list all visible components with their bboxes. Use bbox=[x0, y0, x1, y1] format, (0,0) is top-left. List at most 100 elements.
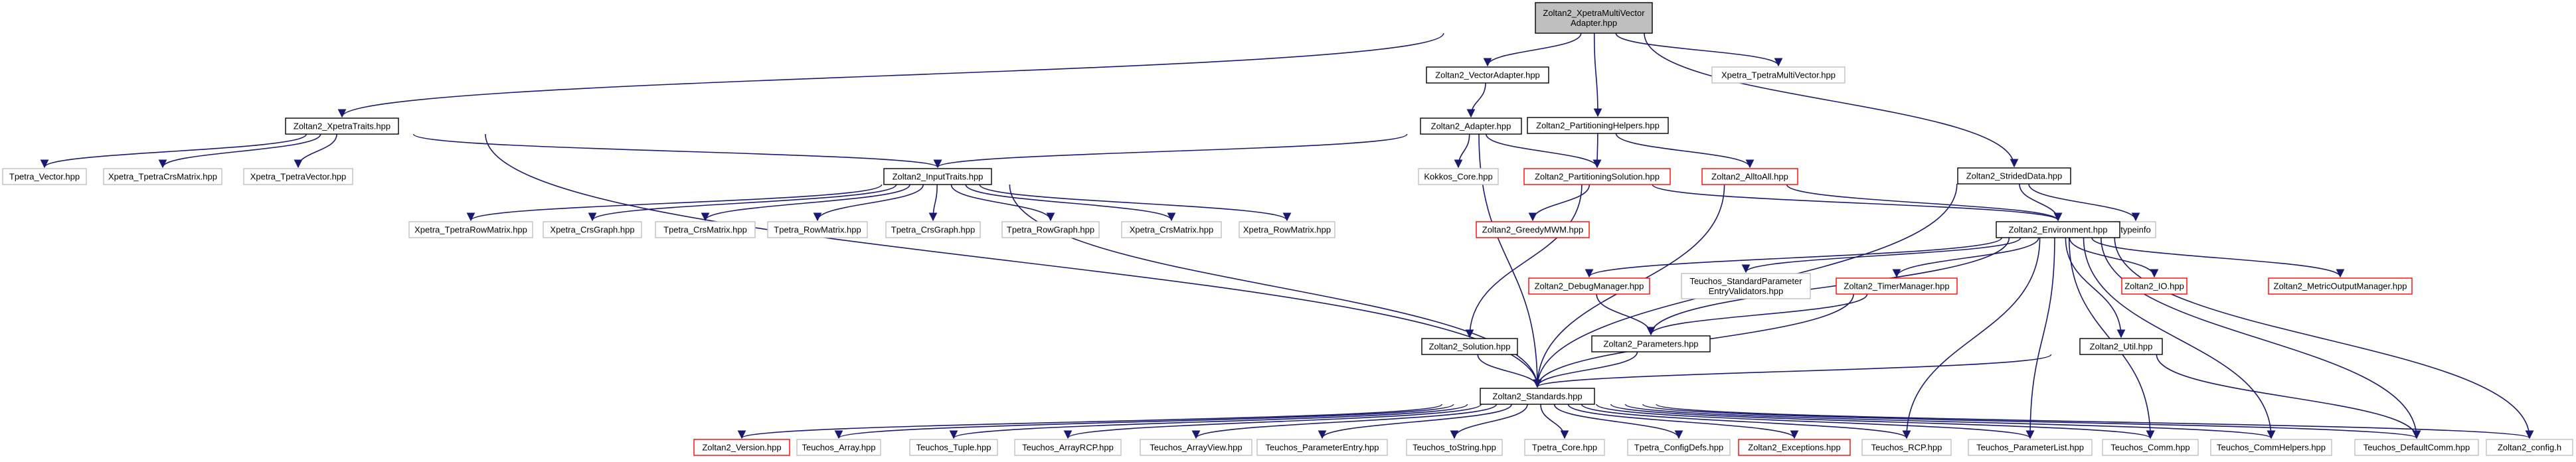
edge-solution-to-standards bbox=[1477, 354, 1542, 388]
node-standards[interactable]: Zoltan2_Standards.hpp bbox=[1480, 388, 1595, 405]
edge-environment-config bbox=[2114, 237, 2534, 439]
node-vectorAdapter-label-0: Zoltan2_VectorAdapter.hpp bbox=[1435, 70, 1540, 80]
node-kokkosCore: Kokkos_Core.hpp bbox=[1418, 168, 1499, 185]
edge-inputTraits-to-xpetraCrsMatrix bbox=[965, 184, 1176, 222]
node-teuchosParamList: Teuchos_ParameterList.hpp bbox=[1968, 439, 2093, 456]
edge-standards-to-version bbox=[738, 404, 1443, 439]
node-greedyMWM-box bbox=[1476, 221, 1590, 238]
edge-adapter-partSolution bbox=[1486, 133, 1602, 169]
node-tpetraVector-label-0: Tpetra_Vector.hpp bbox=[9, 172, 80, 182]
node-tpetraCrsGraph-box bbox=[885, 221, 981, 238]
node-teuchosTuple: Teuchos_Tuple.hpp bbox=[909, 439, 998, 456]
edge-environment-to-debugManager bbox=[1585, 237, 2003, 278]
node-version[interactable]: Zoltan2_Version.hpp bbox=[693, 439, 790, 456]
edge-partSolution-to-solution bbox=[1465, 184, 1583, 339]
node-util[interactable]: Zoltan2_Util.hpp bbox=[2079, 338, 2163, 355]
node-allToAll-box bbox=[1701, 168, 1798, 185]
node-typeinfo-label-0: typeinfo bbox=[2120, 225, 2151, 235]
edge-xpetraTraits-xpetraTpetraVec bbox=[294, 133, 337, 169]
node-greedyMWM[interactable]: Zoltan2_GreedyMWM.hpp bbox=[1476, 221, 1590, 238]
node-inputTraits[interactable]: Zoltan2_InputTraits.hpp bbox=[883, 168, 992, 185]
node-teuchosRCP: Teuchos_RCP.hpp bbox=[1861, 439, 1952, 456]
node-version-label-0: Zoltan2_Version.hpp bbox=[702, 443, 781, 453]
node-teuchosSPEV-label-0: Teuchos_StandardParameter bbox=[1689, 276, 1802, 286]
edge-inputTraits-xpetraTpetraRowMatrix bbox=[466, 184, 883, 222]
edge-standards-to-teuchosCommHelpers bbox=[1624, 404, 2275, 439]
edge-stridedData-to-environment bbox=[2019, 183, 2063, 222]
node-tpetraCrsMatrix: Tpetra_CrsMatrix.hpp bbox=[655, 221, 756, 238]
edge-xpetraTraits-xpetraTpetraCrs bbox=[158, 133, 321, 169]
node-teuchosComm: Teuchos_Comm.hpp bbox=[2102, 439, 2199, 456]
edge-standards-version bbox=[738, 404, 1443, 439]
node-tpetraCrsGraph: Tpetra_CrsGraph.hpp bbox=[885, 221, 981, 238]
node-exceptions[interactable]: Zoltan2_Exceptions.hpp bbox=[1738, 439, 1851, 456]
node-greedyMWM-label-0: Zoltan2_GreedyMWM.hpp bbox=[1482, 225, 1583, 235]
edge-root-to-xpetraTraits bbox=[337, 33, 1444, 118]
edge-standards-to-exceptions bbox=[1567, 404, 1799, 439]
node-teuchosToString-box bbox=[1406, 439, 1503, 456]
edge-environment-timerManager bbox=[1892, 237, 2039, 278]
edge-standards-teuchosArray bbox=[835, 404, 1454, 439]
node-debugManager[interactable]: Zoltan2_DebugManager.hpp bbox=[1528, 277, 1650, 295]
edge-inputTraits-to-tpetraCrsMatrix bbox=[701, 184, 910, 222]
edge-environment-to-config bbox=[2114, 237, 2534, 439]
node-exceptions-box bbox=[1738, 439, 1851, 456]
node-xpetraTraits[interactable]: Zoltan2_XpetraTraits.hpp bbox=[285, 117, 399, 135]
edge-util-to-teuchosDefaultComm bbox=[2156, 354, 2421, 439]
node-teuchosComm-label-0: Teuchos_Comm.hpp bbox=[2110, 443, 2190, 453]
node-parameters-box bbox=[1591, 335, 1711, 352]
node-teuchosArrayView: Teuchos_ArrayView.hpp bbox=[1140, 439, 1252, 456]
edge-environment-metricOutput bbox=[2091, 237, 2345, 278]
node-teuchosParamEntry-box bbox=[1256, 439, 1388, 456]
edge-adapter-kokkosCore bbox=[1454, 133, 1470, 169]
node-xpetraCrsGraph: Xpetra_CrsGraph.hpp bbox=[543, 221, 642, 238]
node-partSolution[interactable]: Zoltan2_PartitioningSolution.hpp bbox=[1523, 168, 1671, 185]
node-vectorAdapter[interactable]: Zoltan2_VectorAdapter.hpp bbox=[1426, 66, 1549, 84]
node-teuchosArrayRCP: Teuchos_ArrayRCP.hpp bbox=[1014, 439, 1122, 456]
edge-partSolution-solution bbox=[1465, 184, 1583, 339]
edge-util-to-standards bbox=[1533, 354, 2052, 388]
edge-root-vectorAdapter bbox=[1483, 33, 1582, 67]
edge-inputTraits-tpetraCrsGraph bbox=[928, 184, 938, 222]
node-parameters-label-0: Zoltan2_Parameters.hpp bbox=[1603, 339, 1698, 349]
node-xpetraTpetraVec-label-0: Xpetra_TpetraVector.hpp bbox=[250, 172, 347, 182]
edge-xpetraTraits-standards bbox=[485, 133, 1542, 388]
edge-environment-to-teuchosCommHelpers bbox=[2083, 237, 2276, 439]
edge-environment-teuchosRCP bbox=[1902, 237, 2041, 439]
edge-inputTraits-tpetraRowMatrix bbox=[813, 184, 924, 222]
node-environment-label-0: Zoltan2_Environment.hpp bbox=[2009, 225, 2108, 235]
node-parameters[interactable]: Zoltan2_Parameters.hpp bbox=[1591, 335, 1711, 352]
edge-adapter-to-partSolution bbox=[1486, 133, 1602, 169]
node-stridedData[interactable]: Zoltan2_StridedData.hpp bbox=[1957, 167, 2071, 185]
node-config-label-0: Zoltan2_config.h bbox=[2498, 443, 2561, 453]
node-metricOutput-label-0: Zoltan2_MetricOutputManager.hpp bbox=[2274, 281, 2407, 291]
node-timerManager[interactable]: Zoltan2_TimerManager.hpp bbox=[1836, 277, 1958, 295]
node-solution[interactable]: Zoltan2_Solution.hpp bbox=[1421, 338, 1518, 355]
edge-standards-to-teuchosRCP bbox=[1581, 404, 1911, 439]
edge-standards-to-teuchosParamList bbox=[1596, 404, 2035, 439]
edge-environment-to-timerManager bbox=[1892, 237, 2039, 278]
edge-environment-to-metricOutput bbox=[2091, 237, 2345, 278]
node-xpetraRowMatrix-box bbox=[1239, 221, 1335, 238]
node-xpetraTpetraMV: Xpetra_TpetraMultiVector.hpp bbox=[1711, 66, 1846, 84]
node-adapter[interactable]: Zoltan2_Adapter.hpp bbox=[1420, 117, 1522, 135]
node-allToAll[interactable]: Zoltan2_AlltoAll.hpp bbox=[1701, 168, 1798, 185]
node-tpetraRowGraph: Tpetra_RowGraph.hpp bbox=[1001, 221, 1100, 238]
node-io[interactable]: Zoltan2_IO.hpp bbox=[2121, 277, 2188, 295]
edge-standards-to-teuchosTuple bbox=[949, 404, 1468, 439]
node-tpetraConfigDefs-box bbox=[1627, 439, 1731, 456]
node-environment-box bbox=[1996, 221, 2120, 238]
node-environment[interactable]: Zoltan2_Environment.hpp bbox=[1996, 221, 2120, 238]
edge-standards-to-tpetraCore bbox=[1540, 404, 1569, 439]
edge-xpetraTraits-inputTraits bbox=[412, 133, 942, 169]
node-partHelpers[interactable]: Zoltan2_PartitioningHelpers.hpp bbox=[1527, 117, 1669, 134]
node-teuchosToString-label-0: Teuchos_toString.hpp bbox=[1413, 443, 1496, 453]
node-xpetraTpetraRowMatrix-label-0: Xpetra_TpetraRowMatrix.hpp bbox=[414, 225, 527, 235]
node-teuchosCommHelpers-label-0: Teuchos_CommHelpers.hpp bbox=[2217, 443, 2326, 453]
node-metricOutput[interactable]: Zoltan2_MetricOutputManager.hpp bbox=[2268, 277, 2413, 295]
node-tpetraConfigDefs-label-0: Tpetra_ConfigDefs.hpp bbox=[1634, 443, 1723, 453]
edge-standards-tpetraConfigDefs bbox=[1553, 404, 1683, 439]
node-tpetraCrsGraph-label-0: Tpetra_CrsGraph.hpp bbox=[891, 225, 975, 235]
edge-inputTraits-xpetraCrsGraph bbox=[588, 184, 897, 222]
